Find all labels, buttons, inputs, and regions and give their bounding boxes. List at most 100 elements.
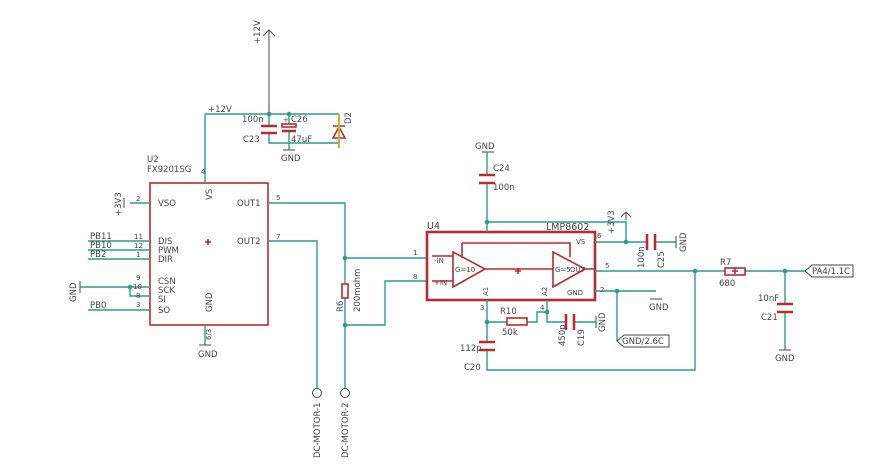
svg-text:100n: 100n — [493, 183, 515, 193]
svg-text:+: + — [283, 116, 289, 124]
u4-supply: GND C24 100n +3V3 100n C25 GND — [475, 142, 689, 268]
svg-text:C24: C24 — [493, 164, 510, 174]
svg-text:R7: R7 — [720, 258, 731, 268]
svg-text:1: 1 — [413, 249, 417, 257]
supply-3v3-arrow-icon — [620, 211, 632, 220]
svg-text:SO: SO — [158, 306, 170, 316]
port-gnd-2-6c — [616, 334, 670, 348]
svg-text:5: 5 — [605, 262, 609, 270]
svg-text:GND: GND — [475, 142, 495, 152]
ic-u4-lmp8602: U4 LMP8602 -IN +IN G=10 G=5 OUT VS GND A… — [413, 221, 609, 312]
svg-text:SI: SI — [158, 295, 166, 305]
svg-text:G=5: G=5 — [555, 266, 571, 274]
svg-text:PWM: PWM — [158, 246, 179, 256]
supply-12v-section: +12V +12V 100n C23 + C26 47uF D2 GND — [204, 20, 354, 177]
svg-text:A1: A1 — [482, 287, 490, 296]
capacitor-c25 — [645, 234, 657, 250]
d2-ref: D2 — [344, 112, 354, 124]
svg-text:PB0: PB0 — [90, 301, 106, 311]
net-label-12v-top: +12V — [253, 20, 263, 44]
svg-text:GND: GND — [198, 350, 218, 360]
svg-text:VSO: VSO — [158, 199, 176, 209]
svg-text:200mohm: 200mohm — [353, 269, 363, 312]
svg-text:A2: A2 — [541, 287, 549, 296]
u4-body — [425, 230, 597, 302]
svg-text:5: 5 — [276, 194, 280, 202]
u2-ref: U2 — [147, 155, 159, 165]
svg-text:10: 10 — [133, 283, 142, 291]
c23-ref: C23 — [243, 135, 260, 145]
svg-text:GND: GND — [567, 289, 583, 297]
svg-text:112p: 112p — [460, 344, 482, 354]
capacitor-c24 — [479, 173, 495, 185]
u2-part: FX9201SG — [147, 165, 191, 175]
u4-part: LMP8602 — [546, 222, 589, 233]
port-pa4 — [804, 264, 854, 278]
svg-text:8: 8 — [136, 292, 140, 300]
capacitor-c19 — [564, 314, 576, 330]
svg-text:1: 1 — [136, 251, 140, 259]
svg-text:6/3: 6/3 — [205, 329, 213, 340]
svg-text:+IN: +IN — [434, 279, 447, 287]
svg-text:R6: R6 — [336, 301, 346, 312]
svg-text:GND: GND — [69, 282, 79, 302]
svg-text:12: 12 — [134, 242, 143, 250]
svg-text:R10: R10 — [500, 307, 517, 317]
svg-text:GND: GND — [281, 154, 301, 164]
svg-text:10nF: 10nF — [758, 294, 779, 304]
svg-text:C25: C25 — [657, 251, 667, 268]
supply-12v-arrow-icon — [262, 29, 276, 114]
svg-text:GND: GND — [205, 292, 215, 312]
filter-network: R10 50k 450p C19 GND 112p C20 — [460, 271, 696, 373]
svg-text:4: 4 — [201, 168, 206, 176]
capacitor-c21 — [777, 302, 793, 314]
svg-text:450p: 450p — [558, 324, 568, 346]
capacitor-c20 — [479, 340, 495, 352]
u2-body — [149, 182, 269, 326]
motor-2-label: DC-MOTOR-2 — [341, 403, 351, 459]
svg-text:9: 9 — [136, 274, 140, 282]
svg-text:PB2: PB2 — [90, 250, 106, 260]
motor-pin-2-icon — [340, 388, 350, 398]
svg-text:GND/2.6C: GND/2.6C — [622, 337, 664, 347]
c26-value: 47uF — [291, 135, 312, 145]
svg-text:2: 2 — [136, 195, 140, 203]
svg-text:C21: C21 — [761, 313, 778, 323]
svg-text:OUT1: OUT1 — [237, 199, 261, 209]
svg-text:G=10: G=10 — [455, 266, 475, 274]
svg-text:680: 680 — [719, 279, 735, 289]
ic-u2-fx9201sg: U2 FX9201SG VSO VS OUT1 OUT2 DIS PWM DIR… — [69, 155, 346, 388]
svg-text:+3V3: +3V3 — [114, 192, 124, 216]
svg-text:GND: GND — [649, 303, 669, 313]
net-label-12v-rail: +12V — [208, 105, 232, 115]
capacitor-c23 — [261, 124, 277, 135]
svg-text:PA4/1.1C: PA4/1.1C — [812, 267, 850, 277]
output-section: R7 680 10nF C21 GND PA4/1.1C GND/2.6C GN… — [595, 258, 854, 364]
motor-pin-1-icon — [312, 388, 322, 398]
svg-text:2: 2 — [600, 286, 604, 294]
svg-text:+3V3: +3V3 — [607, 210, 617, 234]
svg-text:GND: GND — [679, 232, 689, 252]
capacitor-c26 — [281, 123, 297, 128]
svg-text:-IN: -IN — [434, 257, 444, 265]
svg-text:7: 7 — [276, 233, 280, 241]
svg-text:OUT: OUT — [570, 266, 586, 274]
svg-text:OUT2: OUT2 — [237, 237, 261, 247]
svg-text:PB11: PB11 — [90, 232, 112, 242]
svg-text:100n: 100n — [637, 246, 647, 268]
svg-text:DIS: DIS — [158, 237, 172, 247]
u4-amp1-icon — [452, 250, 487, 289]
u4-ref: U4 — [427, 221, 440, 232]
svg-text:6: 6 — [597, 232, 602, 240]
resistor-r10 — [506, 317, 528, 326]
c23-value: 100n — [242, 115, 264, 125]
svg-text:8: 8 — [413, 273, 417, 281]
c26-ref: C26 — [291, 115, 308, 125]
svg-text:PB10: PB10 — [90, 241, 112, 251]
svg-text:C19: C19 — [577, 329, 587, 346]
svg-text:VS: VS — [576, 238, 586, 246]
svg-text:VS: VS — [205, 189, 215, 200]
resistor-r6 — [341, 283, 349, 299]
shunt-and-motor: R6 200mohm DC-MOTOR-1 DC-MOTOR-2 — [312, 255, 426, 459]
